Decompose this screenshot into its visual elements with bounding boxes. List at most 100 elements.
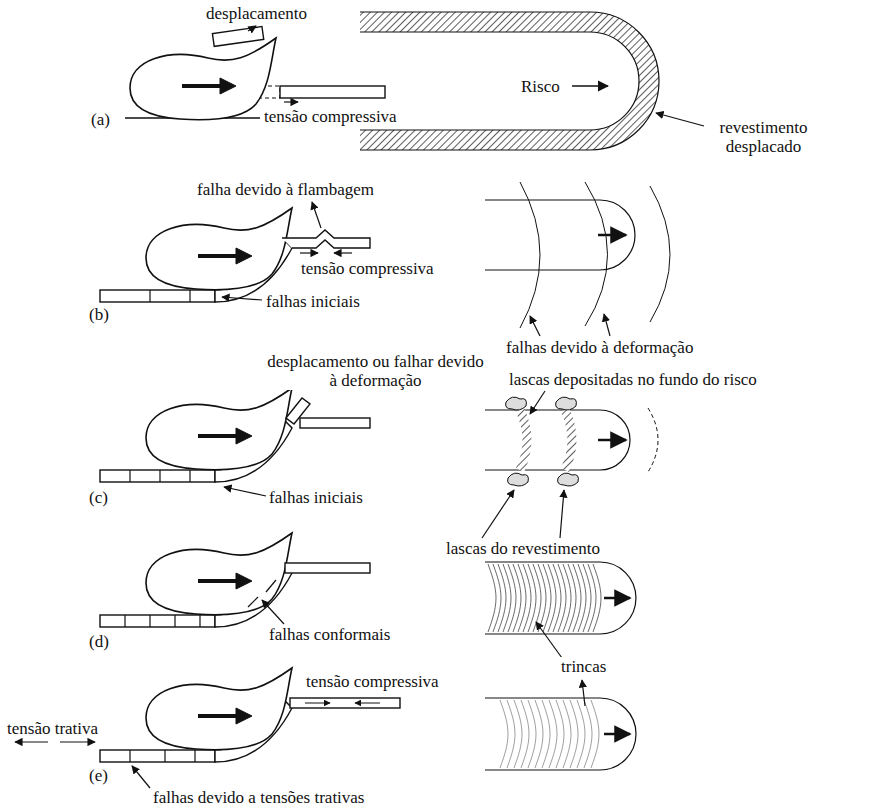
panel-e-part [355, 703, 380, 704]
panel-b-part [520, 182, 540, 328]
crack-line [500, 700, 508, 768]
panel-b-part [222, 297, 262, 300]
panel-d-part [174, 615, 175, 627]
crack-line [493, 564, 501, 632]
panel-b-part [334, 252, 352, 253]
crack-line [533, 564, 541, 632]
annotation: tensão trativa [6, 719, 99, 738]
panel-a-part [130, 38, 276, 120]
panel-letter: (e) [88, 766, 109, 785]
panel-d-part [536, 622, 562, 658]
annotation: lascas depositadas no fundo do risco [508, 370, 758, 389]
crack-line [593, 564, 601, 632]
panel-c-part [508, 473, 529, 486]
panel-e-part [305, 703, 330, 704]
panel-d-part [262, 600, 284, 624]
panel-b-part [585, 182, 608, 326]
panel-a-part [360, 32, 639, 130]
panel-c-part [558, 473, 579, 486]
panel-b-part [312, 202, 321, 228]
panel-c-part [159, 470, 160, 482]
panel-b-part [530, 316, 540, 336]
crack-line [563, 700, 571, 768]
panel-c-part [485, 410, 630, 470]
panel-a [125, 12, 704, 150]
crack-line [583, 564, 591, 632]
panel-c-part [598, 439, 626, 442]
panel-a-part [284, 101, 298, 102]
crack-line [588, 564, 596, 632]
crack-line [507, 700, 515, 768]
crack-line [518, 564, 526, 632]
annotation: falhas conformais [268, 625, 391, 644]
panel-e-part [604, 733, 630, 736]
panel-b-part [598, 234, 626, 237]
crack-line [542, 700, 550, 768]
panel-d-part [488, 564, 601, 632]
annotation: tensão compressiva [263, 107, 398, 126]
track-label: Risco [520, 77, 561, 96]
panel-a-part [656, 113, 704, 126]
panel-c-part [482, 490, 514, 538]
annotation: desplacamento [205, 4, 308, 23]
panel-c-part [300, 418, 370, 428]
panel-b-part [100, 208, 292, 302]
annotation: falha devido à flambagem [196, 180, 375, 199]
crack-line [503, 564, 511, 632]
panel-letter: (c) [88, 488, 109, 507]
panel-c-part [100, 388, 292, 482]
crack-line [558, 564, 566, 632]
crack-line [548, 564, 556, 632]
panel-b-part [485, 200, 635, 270]
panel-c-part [565, 410, 572, 470]
panel-letter: (b) [88, 305, 110, 324]
panel-b-part [282, 230, 370, 248]
panel-b-part [604, 314, 610, 336]
panel-d-part [266, 580, 276, 592]
crack-line [549, 700, 557, 768]
crack-line [538, 564, 546, 632]
panel-c-part [520, 410, 527, 470]
annotation: trincas [560, 657, 607, 676]
crack-line [573, 564, 581, 632]
annotation: desplacamento ou falhar devido à deforma… [262, 352, 489, 390]
panel-c-part [556, 397, 577, 410]
crack-line [498, 564, 506, 632]
panel-b-part [189, 290, 190, 302]
crack-line [563, 564, 571, 632]
panel-e [15, 668, 636, 788]
panel-d [100, 533, 636, 658]
crack-line [521, 700, 529, 768]
panel-d-part [485, 562, 636, 634]
crack-line [514, 700, 522, 768]
panel-a-part [572, 85, 608, 87]
crack-line [543, 564, 551, 632]
panel-e-part [582, 680, 585, 706]
crack-line [570, 700, 578, 768]
panel-e-part [290, 698, 400, 708]
panel-e-part [129, 750, 130, 762]
panel-c-part [506, 397, 527, 410]
panel-e-part [500, 700, 599, 768]
panel-letter: (d) [88, 632, 110, 651]
panel-b [100, 182, 670, 336]
panel-b-part [149, 290, 150, 302]
panel-c-part [189, 470, 190, 482]
crack-line [556, 700, 564, 768]
crack-line [591, 700, 599, 768]
panel-d-part [285, 563, 370, 573]
panel-c-part [530, 391, 545, 414]
panel-c [100, 388, 658, 538]
annotation: falhas iniciais [265, 292, 361, 311]
panel-d-part [248, 597, 258, 607]
panel-a-part [360, 22, 649, 140]
panel-c-part [560, 490, 564, 538]
crack-line [488, 564, 496, 632]
panel-d-part [199, 615, 200, 627]
crack-line [577, 700, 585, 768]
annotation: tensão compressiva [300, 259, 435, 278]
panel-e-part [100, 668, 292, 762]
crack-line [513, 564, 521, 632]
panel-letter: (a) [90, 110, 111, 129]
